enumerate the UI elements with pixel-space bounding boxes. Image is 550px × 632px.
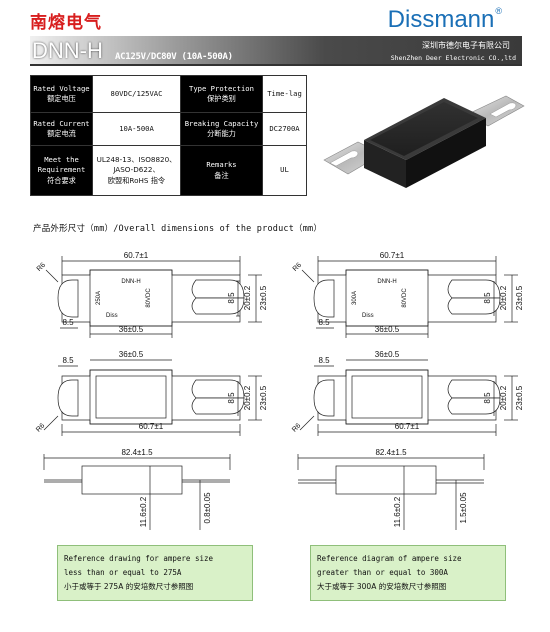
company-name-en: ShenZhen Deer Electronic CO.,ltd — [390, 54, 516, 62]
right-dim-body: 36±0.5 — [375, 325, 400, 334]
right-body-amp: 300A — [352, 291, 358, 305]
model-title: DNN-H — [32, 38, 103, 63]
value-type-protection: Time-lag — [262, 75, 307, 113]
left-dim-total-length: 82.4±1.5 — [121, 448, 153, 457]
product-photo — [323, 95, 525, 188]
right-dim-radius: R6 — [292, 262, 303, 273]
left2-dim-radius: R6 — [35, 422, 46, 433]
registered-mark: ® — [495, 6, 502, 16]
right2-dim-slot-v: 8.5 — [483, 392, 492, 404]
note-left: Reference drawing for ampere size less t… — [57, 545, 253, 601]
note-right: Reference diagram of ampere size greater… — [310, 545, 506, 601]
dimensions-title: 产品外形尺寸（mm）/Overall dimensions of the pro… — [33, 224, 323, 234]
left2-dim-slot-v: 8.5 — [227, 392, 236, 404]
right-dim-side-height: 11.6±0.2 — [393, 496, 402, 527]
right2-dim-body: 36±0.5 — [375, 350, 400, 359]
value-requirement: UL248-13、ISO8820、JASO-D622、欧盟和RoHS 指令 — [92, 145, 181, 196]
right2-dim-height-outer: 23±0.5 — [515, 385, 524, 410]
note-left-line2: less than or equal to 275A — [64, 567, 182, 577]
value-rated-voltage: 80VDC/125VAC — [92, 75, 181, 113]
left-dim-height-outer: 23±0.5 — [259, 285, 268, 310]
note-left-line1: Reference drawing for ampere size — [64, 554, 214, 563]
note-right-line3: 大于或等于 300A 的安培数尺寸参照图 — [317, 581, 447, 591]
left-dim-thickness: 0.8±0.05 — [203, 492, 212, 524]
left2-dim-height-inner: 20±0.2 — [243, 385, 252, 410]
right2-dim-radius: R6 — [291, 422, 302, 433]
left-dim-radius: R6 — [36, 262, 47, 273]
note-left-line3: 小于或等于 275A 的安培数尺寸参照图 — [64, 581, 194, 591]
left-body-model: DNN-H — [121, 279, 140, 285]
right-dim-height-inner: 20±0.2 — [499, 285, 508, 310]
header-bar: DNN-H AC125V/DC80V (10A-500A) 深圳市德尔电子有限公… — [30, 36, 522, 66]
right-dim-slot-v: 8.5 — [483, 292, 492, 304]
note-right-line2: greater than or equal to 300A — [317, 567, 448, 577]
left-body-volt: 80VDC — [146, 288, 152, 308]
company-name-cn: 深圳市德尔电子有限公司 — [422, 41, 510, 50]
left2-dim-length: 60.7±1 — [139, 422, 164, 431]
left-dim-body: 36±0.5 — [119, 325, 144, 334]
left2-dim-slot: 8.5 — [62, 356, 74, 365]
right2-dim-height-inner: 20±0.2 — [499, 385, 508, 410]
left2-dim-body: 36±0.5 — [119, 350, 144, 359]
left-dim-slot: 8.5 — [62, 318, 74, 327]
left-body-amp: 250A — [96, 291, 102, 305]
right-dim-thickness: 1.5±0.05 — [459, 492, 468, 524]
brand-cn-logo: 南熔电气 — [30, 13, 102, 33]
right2-dim-length: 60.7±1 — [395, 422, 420, 431]
right-dim-slot: 8.5 — [318, 318, 330, 327]
right2-dim-slot: 8.5 — [318, 356, 330, 365]
note-right-line1: Reference diagram of ampere size — [317, 554, 462, 563]
right-dim-length: 60.7±1 — [380, 251, 405, 260]
right-body-brand: Diss — [362, 313, 374, 319]
right-body-model: DNN-H — [377, 279, 396, 285]
value-rated-current: 10A-500A — [92, 112, 181, 146]
right-dim-total-length: 82.4±1.5 — [375, 448, 407, 457]
left-dim-slot-v: 8.5 — [227, 292, 236, 304]
value-breaking-capacity: DC2700A — [262, 112, 307, 146]
rating-text: AC125V/DC80V (10A-500A) — [115, 52, 233, 62]
left-dim-side-height: 11.6±0.2 — [139, 496, 148, 527]
left2-dim-height-outer: 23±0.5 — [259, 385, 268, 410]
brand-en-name: Dissmann — [387, 6, 495, 33]
right-dim-height-outer: 23±0.5 — [515, 285, 524, 310]
value-remarks: UL — [262, 145, 307, 196]
left-dim-height-inner: 20±0.2 — [243, 285, 252, 310]
left-body-brand: Diss — [106, 313, 118, 319]
right-body-volt: 80VDC — [402, 288, 408, 308]
left-dim-length: 60.7±1 — [124, 251, 149, 260]
brand-en-logo: Dissmann® — [388, 6, 502, 34]
